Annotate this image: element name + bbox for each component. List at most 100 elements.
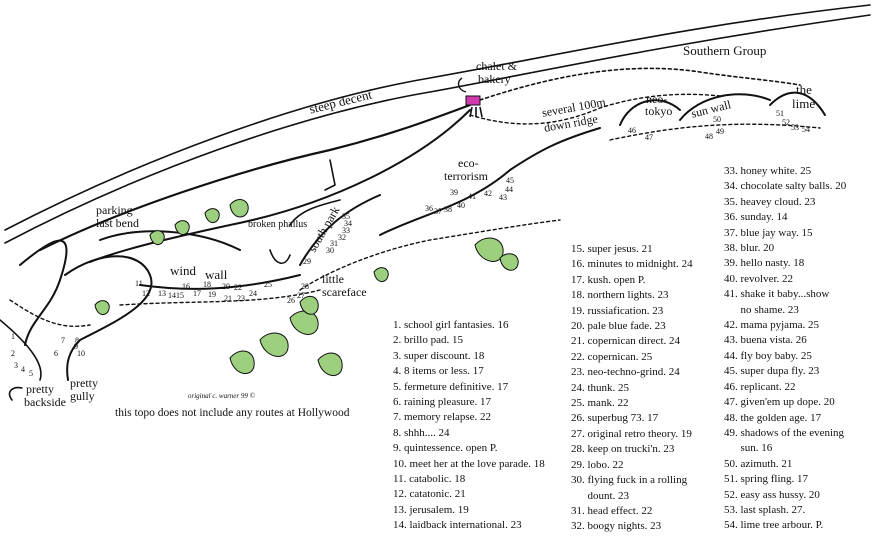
crag-lime bbox=[769, 91, 826, 116]
legend-item: dount. 23 bbox=[571, 489, 630, 502]
legend-item: 22. copernican. 25 bbox=[571, 350, 653, 363]
vegetation-patch bbox=[204, 208, 220, 223]
legend-item: 48. the golden age. 17 bbox=[724, 411, 822, 424]
legend-item: 44. fly boy baby. 25 bbox=[724, 349, 812, 362]
legend-item: 2. brillo pad. 15 bbox=[393, 334, 463, 347]
crag-neo-tokyo bbox=[619, 99, 681, 126]
label-little-scareface-line2: scareface bbox=[322, 285, 367, 299]
route-marker-34: 34 bbox=[344, 219, 352, 228]
route-marker-49: 49 bbox=[716, 127, 724, 136]
route-marker-25: 25 bbox=[264, 280, 272, 289]
label-pretty-backside-line1: pretty bbox=[26, 382, 54, 396]
route-marker-22: 22 bbox=[234, 283, 242, 292]
route-marker-12: 12 bbox=[142, 289, 150, 298]
legend-item: 46. replicant. 22 bbox=[724, 380, 796, 393]
cliff-edge-upper bbox=[38, 103, 472, 252]
route-marker-17: 17 bbox=[193, 289, 201, 298]
legend-item: sun. 16 bbox=[724, 442, 773, 455]
route-marker-53: 53 bbox=[791, 123, 799, 132]
legend-column-2: 15. super jesus. 21 16. minutes to midni… bbox=[571, 242, 693, 535]
legend-item: 1. school girl fantasies. 16 bbox=[393, 319, 509, 331]
legend-item: 45. super dupa fly. 23 bbox=[724, 365, 820, 378]
route-marker-38: 38 bbox=[444, 205, 452, 214]
legend-item: 35. heavey cloud. 23 bbox=[724, 195, 816, 208]
route-marker-18: 18 bbox=[203, 280, 211, 289]
legend-item: 19. russiafication. 23 bbox=[571, 304, 664, 317]
route-marker-31: 31 bbox=[330, 239, 338, 248]
legend-item: 54. lime tree arbour. P. bbox=[724, 519, 824, 532]
crag-wind-wall bbox=[139, 274, 301, 290]
vegetation-patch bbox=[373, 267, 389, 282]
route-marker-27: 27 bbox=[297, 291, 305, 300]
trail-from-chalet bbox=[89, 109, 471, 263]
label-parking-line2: last bend bbox=[96, 216, 139, 230]
label-chalet-line2: bakery bbox=[478, 72, 511, 86]
route-marker-51: 51 bbox=[776, 109, 784, 118]
route-marker-26: 26 bbox=[287, 296, 295, 305]
route-marker-28: 28 bbox=[301, 282, 309, 291]
route-marker-33: 33 bbox=[342, 226, 350, 235]
vegetation-patch bbox=[317, 352, 343, 376]
crag-sun-wall bbox=[679, 93, 771, 121]
legend-item: 23. neo-techno-grind. 24 bbox=[571, 366, 680, 379]
gully-left-1 bbox=[19, 239, 68, 346]
gully-left-3 bbox=[99, 230, 241, 251]
label-little-scareface-line1: little bbox=[322, 272, 344, 286]
chalet-icon bbox=[457, 77, 483, 118]
label-neo-tokyo-line2: tokyo bbox=[645, 104, 673, 118]
legend-item: 26. superbug 73. 17 bbox=[571, 412, 659, 425]
road-inner bbox=[4, 14, 871, 244]
route-marker-20: 20 bbox=[222, 282, 230, 291]
route-marker-50: 50 bbox=[713, 115, 721, 124]
map-note: this topo does not include any routes at… bbox=[115, 407, 350, 419]
legend-item: 32. boogy nights. 23 bbox=[571, 520, 662, 533]
crag-lower-right bbox=[609, 123, 821, 141]
crag-scareface bbox=[299, 219, 561, 291]
legend-item: 20. pale blue fade. 23 bbox=[571, 320, 666, 333]
legend-item: 6. raining pleasure. 17 bbox=[393, 396, 492, 409]
route-marker-23: 23 bbox=[237, 294, 245, 303]
label-wind: wind bbox=[170, 263, 196, 278]
gully-left-4 bbox=[9, 299, 91, 327]
label-pretty-gully-line1: pretty bbox=[70, 376, 98, 390]
label-eco-line2: terrorism bbox=[444, 169, 488, 183]
legend-item: 28. keep on trucki'n. 23 bbox=[571, 443, 675, 456]
route-marker-9: 9 bbox=[74, 342, 78, 351]
legend-item: 5. fermeture definitive. 17 bbox=[393, 380, 509, 393]
vegetation-patch bbox=[229, 350, 255, 374]
legend-item: 27. original retro theory. 19 bbox=[571, 427, 692, 440]
route-marker-11: 11 bbox=[135, 279, 143, 288]
legend-item: 16. minutes to midnight. 24 bbox=[571, 258, 693, 271]
legend-item: 7. memory relapse. 22 bbox=[393, 411, 492, 424]
legend-column-1: 1. school girl fantasies. 16 2. brillo p… bbox=[393, 318, 545, 534]
vegetation-patch bbox=[289, 310, 319, 335]
route-marker-37: 37 bbox=[434, 207, 442, 216]
crag-phallus bbox=[269, 249, 291, 264]
route-marker-14: 14 bbox=[168, 291, 176, 300]
route-marker-8: 8 bbox=[75, 336, 79, 345]
legend-item: 29. lobo. 22 bbox=[571, 458, 624, 471]
crag-south-park bbox=[299, 194, 381, 266]
route-marker-29: 29 bbox=[303, 257, 311, 266]
legend-item: 53. last splash. 27. bbox=[724, 503, 806, 516]
route-marker-21: 21 bbox=[224, 294, 232, 303]
label-parking-line1: parking bbox=[96, 203, 133, 217]
legend-item: 50. azimuth. 21 bbox=[724, 457, 793, 470]
legend-item: 8. shhh.... 24 bbox=[393, 426, 450, 439]
route-marker-41: 41 bbox=[468, 192, 476, 201]
route-marker-1: 1 bbox=[11, 332, 15, 341]
route-marker-19: 19 bbox=[208, 290, 216, 299]
legend-item: 25. mank. 22 bbox=[571, 397, 629, 410]
route-marker-3: 3 bbox=[14, 361, 18, 370]
legend-item: 14. laidback international. 23 bbox=[393, 519, 522, 532]
vegetation-patch bbox=[174, 220, 190, 235]
label-pretty-backside-line2: backside bbox=[24, 395, 66, 409]
legend-item: 34. chocolate salty balls. 20 bbox=[724, 180, 847, 193]
route-marker-44: 44 bbox=[505, 185, 513, 194]
vegetation-patch bbox=[474, 237, 504, 262]
route-marker-46: 46 bbox=[628, 126, 636, 135]
legend-item: 21. copernican direct. 24 bbox=[571, 335, 681, 348]
legend-item: 30. flying fuck in a rolling bbox=[571, 474, 688, 487]
legend-item: 52. easy ass hussy. 20 bbox=[724, 488, 820, 501]
